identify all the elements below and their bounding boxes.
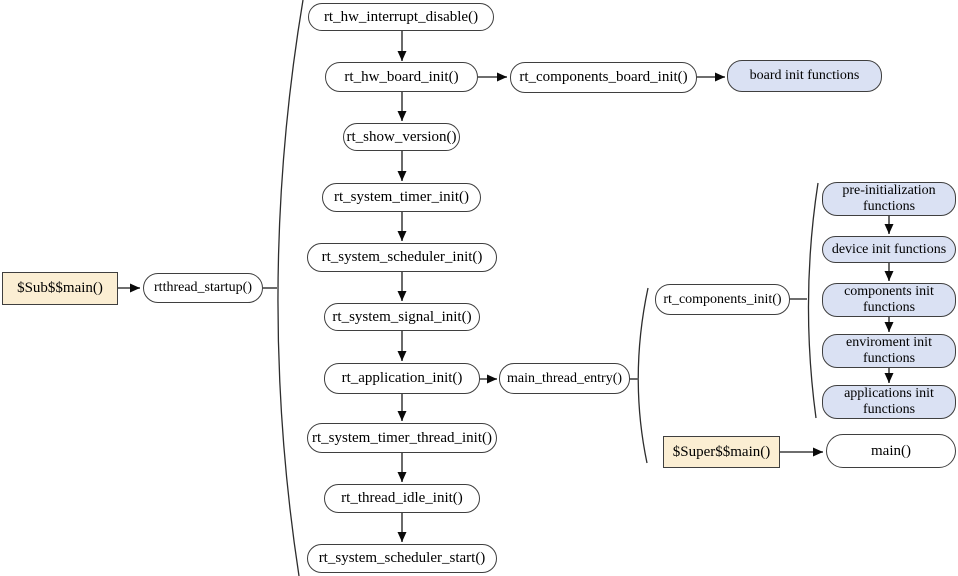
node-enviroment-init-functions: enviroment init functions <box>822 334 956 368</box>
node-rt-application-init: rt_application_init() <box>324 363 480 394</box>
node-rt-components-init: rt_components_init() <box>655 284 790 315</box>
node-device-init-functions: device init functions <box>822 236 956 263</box>
node-applications-init-functions: applications init functions <box>822 385 956 419</box>
horizontal-arrows <box>118 72 823 457</box>
node-main: main() <box>826 434 956 468</box>
node-pre-initialization-functions: pre-initialization functions <box>822 182 956 216</box>
node-rt-hw-interrupt-disable: rt_hw_interrupt_disable() <box>308 3 494 31</box>
node-board-init-functions: board init functions <box>727 60 882 92</box>
node-rt-show-version: rt_show_version() <box>343 123 460 151</box>
node-rt-system-signal-init: rt_system_signal_init() <box>324 303 480 331</box>
node-rt-system-scheduler-start: rt_system_scheduler_start() <box>307 544 497 573</box>
node-components-init-functions: components init functions <box>822 283 956 317</box>
node-sub-main: $Sub$$main() <box>2 272 118 305</box>
node-rt-hw-board-init: rt_hw_board_init() <box>325 62 478 92</box>
node-rt-thread-idle-init: rt_thread_idle_init() <box>324 484 480 513</box>
node-super-main: $Super$$main() <box>663 436 780 468</box>
node-main-thread-entry: main_thread_entry() <box>499 363 630 394</box>
components-init-group-brace <box>807 182 819 419</box>
node-rtthread-startup: rtthread_startup() <box>143 273 263 303</box>
node-rt-system-scheduler-init: rt_system_scheduler_init() <box>307 243 497 272</box>
startup-group-brace <box>277 0 304 576</box>
node-rt-system-timer-init: rt_system_timer_init() <box>322 183 481 212</box>
node-rt-system-timer-thread-init: rt_system_timer_thread_init() <box>307 423 497 453</box>
node-rt-components-board-init: rt_components_board_init() <box>510 62 697 93</box>
main-thread-group-brace <box>637 287 649 464</box>
